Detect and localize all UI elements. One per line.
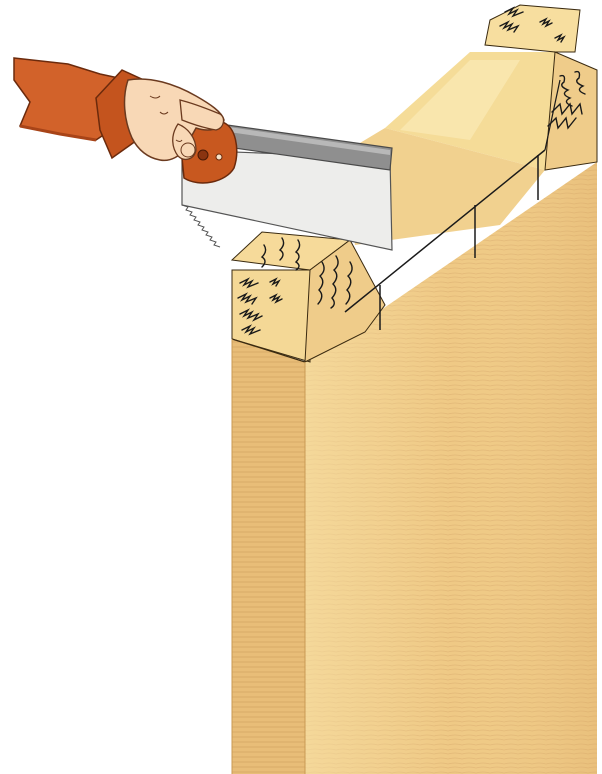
board xyxy=(232,5,597,774)
saw-screw-icon xyxy=(198,150,208,160)
saw-rivet-icon xyxy=(216,154,222,160)
end-grain-far-top xyxy=(485,5,580,52)
board-side-face xyxy=(232,339,305,774)
hand xyxy=(14,58,224,160)
